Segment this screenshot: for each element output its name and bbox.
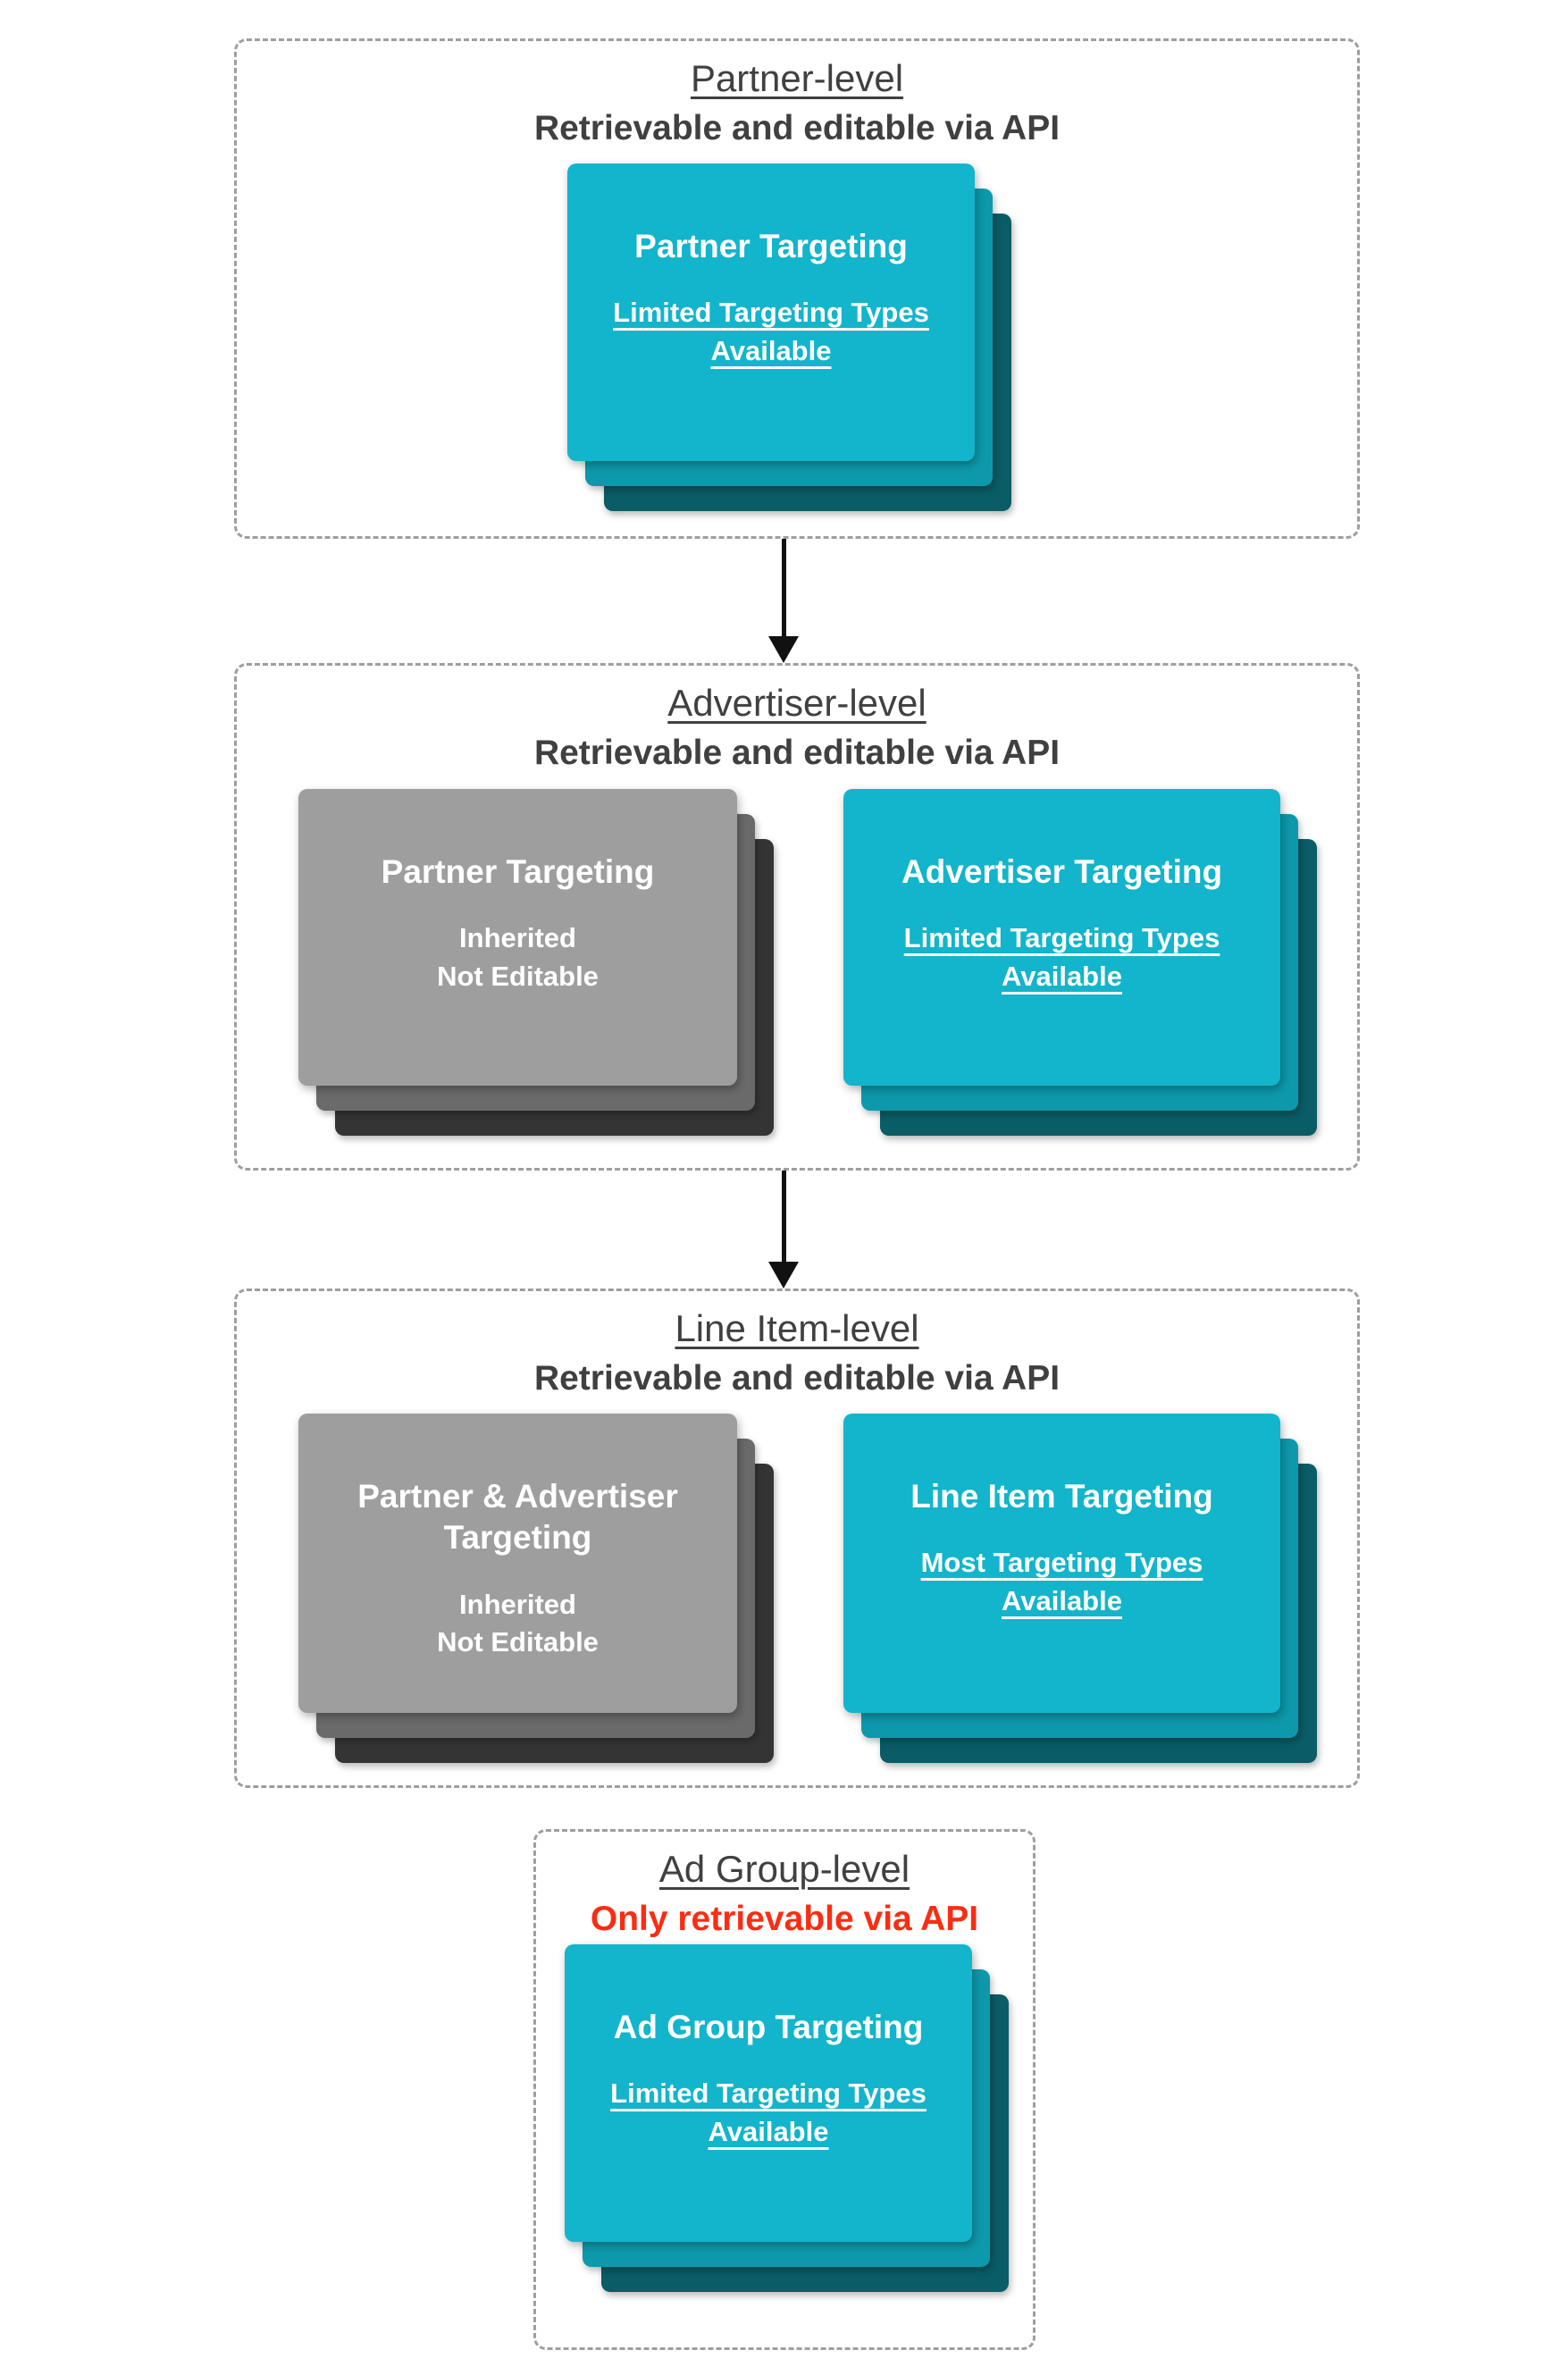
card-inherited-partner-advertiser-targeting: Partner & Advertiser Targeting Inherited… bbox=[298, 1414, 737, 1713]
partner-level-subtitle: Retrievable and editable via API bbox=[533, 108, 1061, 147]
card-description: Limited Targeting Types Available bbox=[868, 919, 1255, 996]
card-description-line1: Limited Targeting Types bbox=[613, 297, 929, 329]
partner-level-header: Partner-level Retrievable and editable v… bbox=[237, 41, 1357, 149]
card-description-line2: Available bbox=[1002, 961, 1122, 993]
arrow-head-icon bbox=[768, 636, 799, 663]
card-description: Limited Targeting Types Available bbox=[592, 294, 950, 371]
section-advertiser-level: Advertiser-level Retrievable and editabl… bbox=[234, 663, 1360, 1171]
card-partner-targeting: Partner Targeting Limited Targeting Type… bbox=[567, 164, 975, 461]
section-line-item-level: Line Item-level Retrievable and editable… bbox=[234, 1288, 1360, 1788]
card-description-line2: Available bbox=[1002, 1585, 1122, 1617]
card-stack-line-item-targeting: Line Item Targeting Most Targeting Types… bbox=[843, 1414, 1317, 1763]
ad-group-level-header: Ad Group-level Only retrievable via API bbox=[536, 1832, 1033, 1940]
arrow-shaft bbox=[781, 1171, 786, 1262]
line-item-level-title: Line Item-level bbox=[675, 1307, 919, 1349]
card-description-line1: Most Targeting Types bbox=[920, 1547, 1203, 1579]
section-partner-level: Partner-level Retrievable and editable v… bbox=[234, 38, 1360, 539]
card-inherited-partner-targeting: Partner Targeting Inherited Not Editable bbox=[298, 789, 737, 1086]
card-line-item-targeting: Line Item Targeting Most Targeting Types… bbox=[843, 1414, 1280, 1713]
card-description: Limited Targeting Types Available bbox=[590, 2075, 947, 2152]
card-title: Partner Targeting bbox=[634, 228, 908, 264]
card-description-line2: Not Editable bbox=[437, 1626, 599, 1658]
line-item-level-header: Line Item-level Retrievable and editable… bbox=[237, 1291, 1357, 1399]
ad-group-level-title: Ad Group-level bbox=[658, 1848, 910, 1890]
card-title: Ad Group Targeting bbox=[613, 2009, 924, 2045]
flow-arrow-partner-to-advertiser bbox=[768, 539, 799, 663]
card-description: Inherited Not Editable bbox=[323, 1586, 712, 1663]
section-ad-group-level: Ad Group-level Only retrievable via API … bbox=[533, 1829, 1036, 2350]
card-stack-partner-targeting: Partner Targeting Limited Targeting Type… bbox=[567, 164, 1011, 511]
card-description-line1: Limited Targeting Types bbox=[903, 922, 1220, 954]
card-description-line1: Limited Targeting Types bbox=[610, 2077, 927, 2110]
card-stack-advertiser-targeting: Advertiser Targeting Limited Targeting T… bbox=[843, 789, 1317, 1136]
advertiser-level-header: Advertiser-level Retrievable and editabl… bbox=[237, 666, 1357, 774]
card-description-line1: Inherited bbox=[459, 1588, 576, 1620]
card-description-line1: Inherited bbox=[459, 922, 576, 954]
card-stack-inherited-partner-advertiser-targeting: Partner & Advertiser Targeting Inherited… bbox=[298, 1414, 774, 1763]
card-stack-inherited-partner-targeting: Partner Targeting Inherited Not Editable bbox=[298, 789, 774, 1136]
arrow-shaft bbox=[781, 539, 786, 636]
card-advertiser-targeting: Advertiser Targeting Limited Targeting T… bbox=[843, 789, 1280, 1086]
card-title: Partner & Advertiser Targeting bbox=[357, 1478, 678, 1557]
card-description: Most Targeting Types Available bbox=[868, 1544, 1255, 1621]
card-description: Inherited Not Editable bbox=[323, 919, 712, 996]
advertiser-level-subtitle: Retrievable and editable via API bbox=[533, 733, 1061, 772]
partner-level-title: Partner-level bbox=[690, 57, 904, 99]
ad-group-level-subtitle: Only retrievable via API bbox=[590, 1899, 979, 1938]
arrow-head-icon bbox=[768, 1262, 799, 1288]
advertiser-level-title: Advertiser-level bbox=[667, 682, 927, 724]
card-description-line2: Not Editable bbox=[437, 961, 599, 993]
card-title: Line Item Targeting bbox=[910, 1478, 1213, 1515]
card-title: Advertiser Targeting bbox=[901, 853, 1223, 890]
card-stack-ad-group-targeting: Ad Group Targeting Limited Targeting Typ… bbox=[565, 1944, 1009, 2292]
card-ad-group-targeting: Ad Group Targeting Limited Targeting Typ… bbox=[565, 1944, 972, 2242]
card-title: Partner Targeting bbox=[381, 853, 655, 890]
flow-arrow-advertiser-to-lineitem bbox=[768, 1171, 799, 1288]
line-item-level-subtitle: Retrievable and editable via API bbox=[533, 1358, 1061, 1398]
card-description-line2: Available bbox=[710, 335, 832, 367]
card-description-line2: Available bbox=[708, 2116, 829, 2148]
